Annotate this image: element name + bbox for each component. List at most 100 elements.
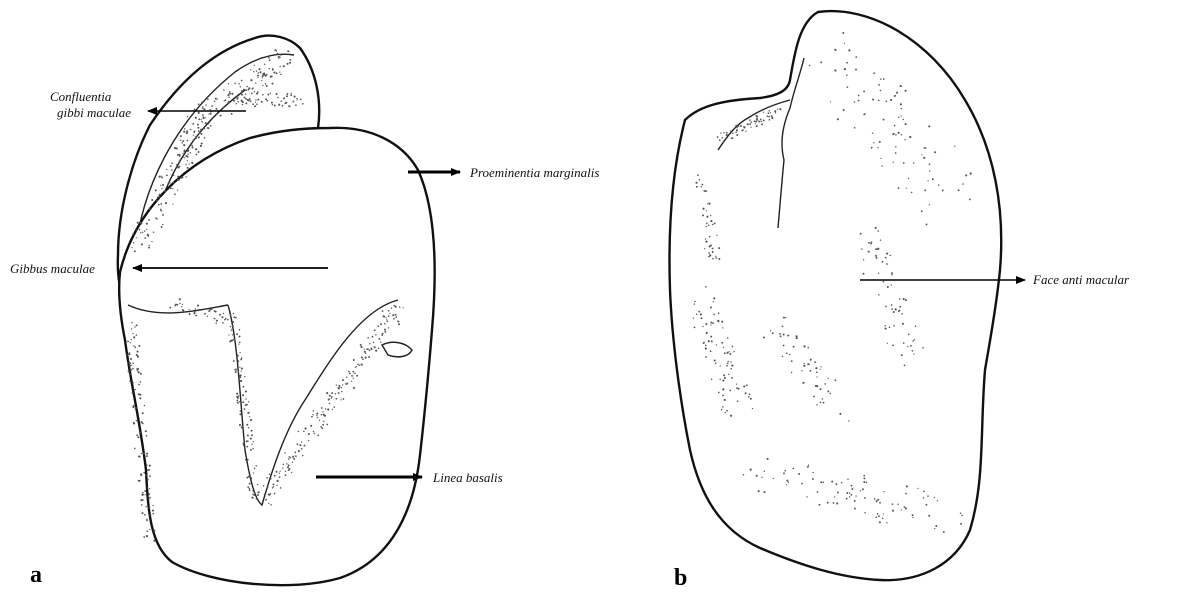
stipple-dot (321, 407, 323, 409)
stipple-dot (132, 233, 134, 235)
stipple-dot (192, 145, 193, 146)
stipple-dot (199, 132, 201, 134)
panel-b: Face anti macular b (670, 11, 1130, 591)
stipple-dot (253, 494, 255, 496)
stipple-dot (960, 512, 961, 513)
stipple-dot (698, 311, 700, 313)
stipple-dot (239, 374, 241, 376)
stipple-dot (770, 112, 771, 113)
stipple-dot (134, 326, 135, 327)
stipple-dot (247, 459, 249, 461)
stipple-dot (750, 469, 752, 471)
stipple-dot (288, 51, 290, 53)
stipple-dot (878, 515, 880, 517)
stipple-dot (807, 347, 809, 349)
stipple-dot (783, 472, 785, 474)
stipple-dot (270, 93, 271, 94)
stipple-dot (705, 344, 707, 346)
stipple-dot (383, 316, 385, 318)
stipple-dot (288, 105, 290, 107)
stipple-dot (718, 247, 720, 249)
stipple-dot (229, 91, 231, 93)
stipple-dot (823, 402, 825, 404)
stipple-dot (834, 496, 835, 497)
stipple-dot (250, 419, 252, 421)
stipple-dot (761, 123, 763, 125)
stipple-dot (798, 473, 800, 475)
stipple-dot (894, 125, 896, 127)
stipple-dot (196, 310, 197, 311)
stipple-dot (131, 247, 132, 248)
stipple-dot (882, 261, 884, 263)
stipple-dot (288, 468, 290, 470)
stipple-dot (186, 130, 188, 132)
stipple-dot (195, 136, 197, 138)
stipple-dot (738, 388, 740, 390)
stipple-dot (364, 349, 365, 350)
stipple-dot (143, 453, 145, 455)
stipple-dot (236, 399, 238, 401)
stipple-dot (278, 104, 280, 106)
stipple-dot (237, 101, 239, 103)
stipple-dot (896, 92, 898, 94)
stipple-dot (367, 348, 369, 350)
stipple-dot (340, 399, 341, 400)
stipple-dot (135, 407, 137, 409)
stipple-dot (200, 129, 202, 131)
stipple-dot (849, 493, 850, 494)
stipple-dot (183, 144, 185, 146)
stipple-dot (258, 72, 260, 74)
stipple-dot (731, 365, 733, 367)
stipple-dot (895, 146, 897, 148)
stipple-dot (198, 136, 200, 138)
stipple-dot (706, 226, 707, 227)
stipple-dot (271, 102, 273, 104)
stipple-dot (837, 118, 839, 120)
stipple-dot (129, 362, 131, 364)
stipple-dot (225, 99, 227, 101)
stipple-dot (134, 346, 136, 348)
stipple-dot (281, 100, 283, 102)
stipple-dot (241, 94, 243, 96)
stipple-dot (706, 332, 708, 334)
stipple-dot (198, 118, 200, 120)
stipple-dot (823, 481, 825, 483)
stipple-dot (182, 177, 184, 179)
stipple-dot (269, 68, 270, 69)
stipple-dot (248, 476, 249, 477)
stipple-dot (301, 441, 302, 442)
stipple-dot (820, 388, 822, 390)
stipple-dot (242, 101, 244, 103)
stipple-dot (880, 158, 881, 159)
stipple-dot (863, 481, 865, 483)
stipple-dot (273, 71, 275, 73)
stipple-dot (171, 162, 173, 164)
stipple-dot (287, 63, 289, 65)
stipple-dot (280, 74, 282, 76)
stipple-dot (709, 236, 711, 238)
stipple-dot (343, 398, 345, 400)
stipple-dot (923, 497, 924, 498)
stipple-dot (373, 342, 374, 343)
stipple-dot (809, 364, 810, 365)
stipple-dot (257, 494, 259, 496)
stipple-dot (137, 356, 139, 358)
stipple-dot (819, 504, 821, 506)
stipple-dot (889, 326, 891, 328)
stipple-dot (222, 322, 224, 324)
stipple-dot (138, 345, 140, 347)
stipple-dot (763, 337, 765, 339)
stipple-dot (146, 530, 148, 532)
stipple-dot (702, 326, 703, 327)
stipple-dot (321, 414, 322, 415)
stipple-dot (140, 232, 141, 233)
stipple-dot (910, 345, 912, 347)
stipple-dot (237, 96, 239, 98)
stipple-dot (162, 224, 164, 226)
stipple-dot (868, 242, 870, 244)
stipple-dot (791, 360, 793, 362)
stipple-dot (247, 486, 249, 488)
stipple-dot (365, 357, 367, 359)
stipple-dot (374, 329, 376, 331)
stipple-dot (796, 337, 798, 339)
